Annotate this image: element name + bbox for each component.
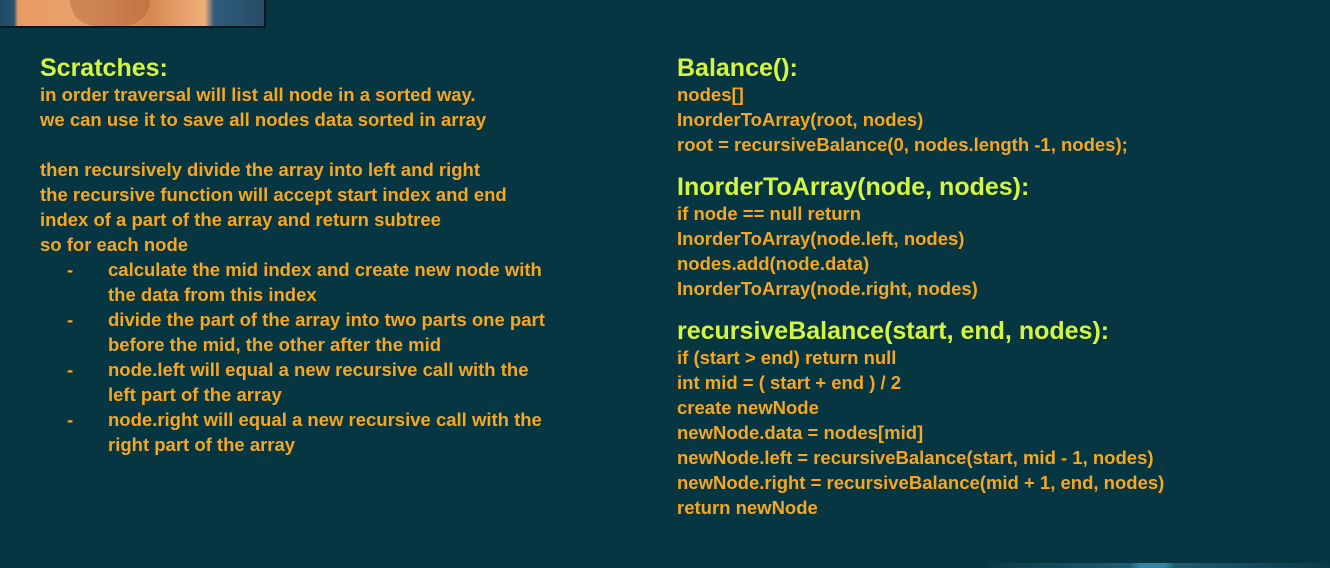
code-line: newNode.right = recursiveBalance(mid + 1…: [677, 472, 1165, 493]
scratches-bullet-list: - calculate the mid index and create new…: [40, 257, 640, 457]
code-line: newNode.data = nodes[mid]: [677, 422, 924, 443]
scratches-line: then recursively divide the array into l…: [40, 159, 480, 180]
bullet-line: node.left will equal a new recursive cal…: [108, 359, 529, 380]
bullet-dash: -: [67, 259, 74, 280]
bullet-line: before the mid, the other after the mid: [108, 334, 442, 355]
code-line: create newNode: [677, 397, 819, 418]
scratches-heading: Scratches:: [40, 54, 168, 82]
code-line: InorderToArray(node.right, nodes): [677, 278, 978, 299]
code-line: InorderToArray(node.left, nodes): [677, 228, 965, 249]
bullet-line: right part of the array: [108, 434, 296, 455]
blank-line: [40, 132, 640, 157]
bullet-line: left part of the array: [108, 384, 282, 405]
bullet-line: the data from this index: [108, 284, 317, 305]
bullet-item: - node.right will equal a new recursive …: [40, 407, 640, 457]
scratches-panel: Scratches: in order traversal will list …: [40, 54, 640, 457]
bullet-dash: -: [67, 359, 74, 380]
bullet-item: - divide the part of the array into two …: [40, 307, 640, 357]
bullet-dash: -: [67, 409, 74, 430]
code-line: newNode.left = recursiveBalance(start, m…: [677, 447, 1154, 468]
code-line: InorderToArray(root, nodes): [677, 109, 924, 130]
code-line: nodes.add(node.data): [677, 253, 870, 274]
code-line: return newNode: [677, 497, 818, 518]
scratches-line: we can use it to save all nodes data sor…: [40, 109, 487, 130]
code-line: root = recursiveBalance(0, nodes.length …: [677, 134, 1128, 155]
code-line: int mid = ( start + end ) / 2: [677, 372, 902, 393]
bullet-dash: -: [67, 309, 74, 330]
bullet-item: - node.left will equal a new recursive c…: [40, 357, 640, 407]
webcam-shade: [70, 0, 150, 26]
bullet-item: - calculate the mid index and create new…: [40, 257, 640, 307]
code-line: nodes[]: [677, 84, 744, 105]
bullet-line: divide the part of the array into two pa…: [108, 309, 545, 330]
code-panel: Balance(): nodes[] InorderToArray(root, …: [677, 54, 1317, 520]
scratches-line: index of a part of the array and return …: [40, 209, 441, 230]
scratches-line: so for each node: [40, 234, 189, 255]
inorder-heading: InorderToArray(node, nodes):: [677, 173, 1030, 201]
bottom-watermark-strip: [990, 563, 1330, 568]
bullet-line: calculate the mid index and create new n…: [108, 259, 542, 280]
webcam-overlay: [0, 0, 266, 28]
scratches-line: in order traversal will list all node in…: [40, 84, 476, 105]
section-gap: [677, 301, 1317, 317]
bullet-line: node.right will equal a new recursive ca…: [108, 409, 542, 430]
code-line: if (start > end) return null: [677, 347, 897, 368]
code-line: if node == null return: [677, 203, 861, 224]
recursive-balance-heading: recursiveBalance(start, end, nodes):: [677, 317, 1110, 345]
section-gap: [677, 157, 1317, 173]
scratches-line: the recursive function will accept start…: [40, 184, 507, 205]
balance-heading: Balance():: [677, 54, 798, 82]
